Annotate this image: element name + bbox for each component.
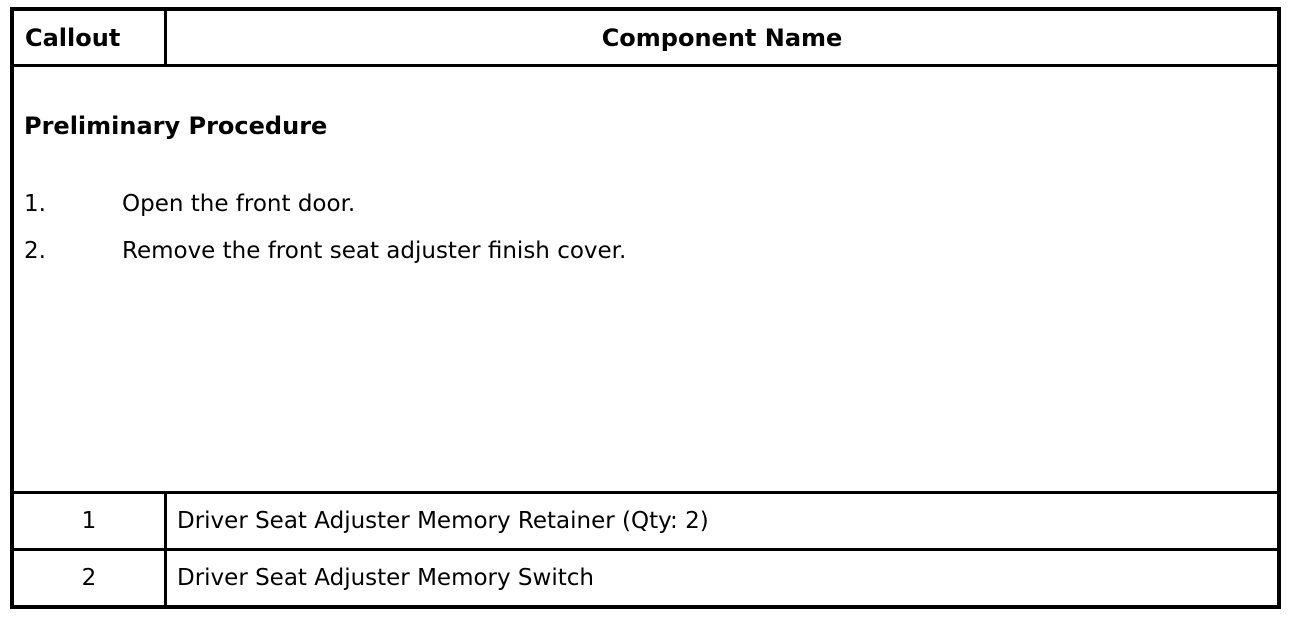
component-name-cell: Driver Seat Adjuster Memory Retainer (Qt…: [167, 494, 1277, 548]
component-name: Driver Seat Adjuster Memory Switch: [177, 565, 594, 591]
callout-number: 1: [81, 508, 97, 534]
component-name-cell: Driver Seat Adjuster Memory Switch: [167, 551, 1277, 605]
header-callout-label: Callout: [25, 23, 121, 52]
procedure-step: 2. Remove the front seat adjuster finish…: [22, 228, 1277, 275]
component-name: Driver Seat Adjuster Memory Retainer (Qt…: [177, 508, 709, 534]
callout-row: 2 Driver Seat Adjuster Memory Switch: [14, 548, 1277, 605]
preliminary-procedure-title: Preliminary Procedure: [24, 112, 328, 140]
step-number: 2.: [24, 238, 46, 264]
callout-number: 2: [81, 565, 97, 591]
header-component-label: Component Name: [601, 23, 843, 52]
procedure-step: 1. Open the front door.: [22, 181, 1277, 228]
callout-number-cell: 2: [14, 551, 167, 605]
preliminary-procedure-section: Preliminary Procedure 1. Open the front …: [14, 67, 1277, 491]
callout-table: Callout Component Name Preliminary Proce…: [10, 7, 1281, 609]
step-text: Open the front door.: [122, 191, 356, 217]
header-component-cell: Component Name: [167, 11, 1277, 64]
step-number: 1.: [24, 191, 46, 217]
procedure-step-list: 1. Open the front door. 2. Remove the fr…: [22, 181, 1277, 275]
header-callout-cell: Callout: [14, 11, 167, 64]
callout-number-cell: 1: [14, 494, 167, 548]
step-text: Remove the front seat adjuster finish co…: [122, 238, 627, 264]
table-header-row: Callout Component Name: [14, 11, 1277, 67]
callout-row: 1 Driver Seat Adjuster Memory Retainer (…: [14, 491, 1277, 548]
